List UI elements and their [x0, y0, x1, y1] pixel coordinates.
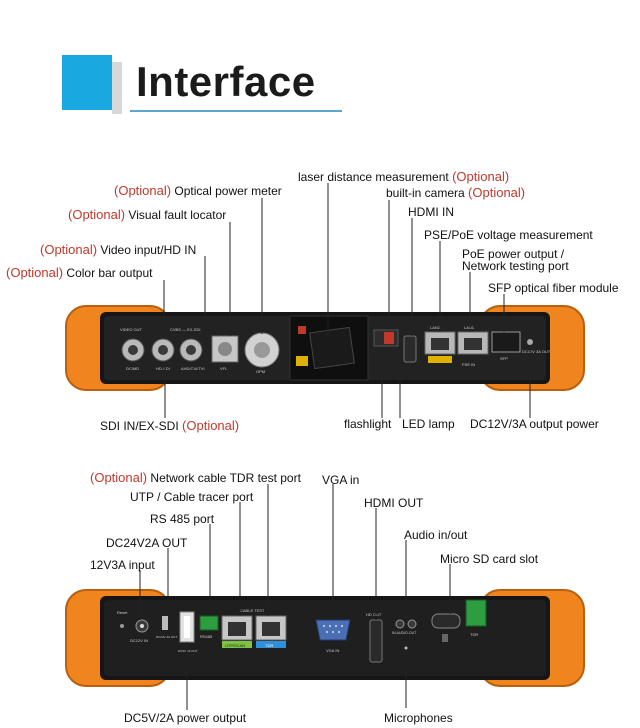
header-square-shadow [112, 62, 122, 114]
top-text-vfl: VFL [220, 366, 228, 371]
bnc-connector-1 [121, 338, 145, 362]
laser-warning [296, 356, 308, 366]
dc-out-port [527, 339, 533, 345]
rj45-utp [221, 615, 253, 648]
vga-port [315, 619, 351, 641]
page-title: Interface [136, 58, 316, 105]
hdmi-out-port [369, 619, 383, 663]
rj45-lan1 [457, 331, 489, 355]
bot-text-dc12vin: DC12V IN [130, 638, 148, 643]
label-poe-output-1: PoE power output / [462, 247, 565, 261]
label-laser: laser distance measurement (Optional) [298, 169, 510, 185]
label-microsd: Micro SD card slot [440, 552, 539, 566]
top-text-lan2: LAN2 [430, 325, 441, 330]
bot-text-tdr2: TDR [470, 632, 478, 637]
top-text-dcout: DC12V 3A OUT [522, 349, 551, 354]
microsd-slot [431, 613, 461, 629]
label-pse: PSE/PoE voltage measurement [424, 228, 593, 242]
label-hdmi-out: HDMI OUT [364, 496, 424, 510]
label-sdi: SDI IN/EX-SDI (Optional) [100, 418, 240, 434]
label-led-lamp: LED lamp [402, 417, 455, 431]
top-text-dcmd: DC/MD [126, 366, 139, 371]
label-audio: Audio in/out [404, 528, 468, 542]
top-text-hd-sdi: HD-SDI [156, 366, 170, 371]
bot-text-audio: IN-AUDIO-OUT [392, 631, 417, 635]
header-rule [130, 110, 342, 112]
label-hdmi-in: HDMI IN [408, 205, 454, 219]
label-utp: UTP / Cable tracer port [130, 490, 254, 504]
microphone-hole [404, 646, 408, 650]
dc24v-out-port [162, 616, 168, 630]
top-text-lan1: LAN1 [464, 325, 475, 330]
dc12v-in-port [135, 619, 149, 633]
label-video-input: (Optional) Video input/HD IN [40, 242, 197, 258]
label-sfp: SFP optical fiber module [488, 281, 619, 295]
label-vga: VGA in [322, 473, 360, 487]
rj45-tdr [255, 615, 287, 648]
audio-out-jack [407, 619, 417, 629]
rs485-terminal [199, 615, 219, 631]
hdmi-in-port [403, 335, 417, 363]
bot-text-hd-out: HD OUT [366, 612, 382, 617]
opm-port [244, 332, 280, 368]
label-microphones: Microphones [384, 711, 453, 725]
tdr-terminal [465, 599, 487, 627]
label-dc12v: DC12V/3A output power [470, 417, 599, 431]
label-dc24: DC24V2A OUT [106, 536, 188, 550]
bot-text-cable-test: CABLE TEST [240, 608, 265, 613]
top-text-ahd: AHD/CVI/TVI [181, 366, 205, 371]
bot-text-dc5vout: DC5V 2A OUT [178, 649, 198, 653]
bnc-connector-2 [151, 338, 175, 362]
label-poe-output-2: Network testing port [462, 259, 569, 273]
top-text-opm: OPM [256, 369, 265, 374]
bot-text-utp-scan: UTP/SCAN [225, 643, 245, 648]
top-text-pse-in: PSE IN [462, 362, 475, 367]
label-flashlight: flashlight [344, 417, 392, 431]
top-leader-lines [163, 183, 531, 418]
rj45-lan2 [424, 331, 456, 363]
sfp-port [491, 331, 521, 353]
microsd-lock-icon [442, 634, 448, 642]
label-12v: 12V3A input [90, 558, 155, 572]
top-text-cvbs: CVBS — EX-SDI [170, 327, 200, 332]
bottom-leader-lines [139, 484, 451, 710]
label-dc5v: DC5V/2A power output [124, 711, 247, 725]
header-square [62, 55, 112, 110]
vfl-port [211, 335, 239, 363]
reset-button [120, 624, 124, 628]
audio-in-jack [395, 619, 405, 629]
label-tdr: (Optional) Network cable TDR test port [90, 470, 301, 486]
label-camera: built-in camera (Optional) [386, 185, 526, 201]
label-visual-fault: (Optional) Visual fault locator [68, 207, 227, 223]
bot-text-vga-in: VGA IN [326, 648, 339, 653]
bot-text-tdr: TDR [265, 643, 273, 648]
label-optical-power: (Optional) Optical power meter [114, 183, 282, 199]
top-text-sfp: SFP [500, 356, 508, 361]
bot-text-rs485: RS485 [200, 634, 213, 639]
bot-text-reset: Reset [117, 610, 128, 615]
label-color-bar: (Optional) Color bar output [6, 265, 153, 281]
bot-text-dc24out: DC24V 2A OUT [156, 635, 177, 639]
top-text-video-out: VIDEO OUT [120, 327, 143, 332]
bnc-connector-3 [179, 338, 203, 362]
label-rs485: RS 485 port [150, 512, 215, 526]
